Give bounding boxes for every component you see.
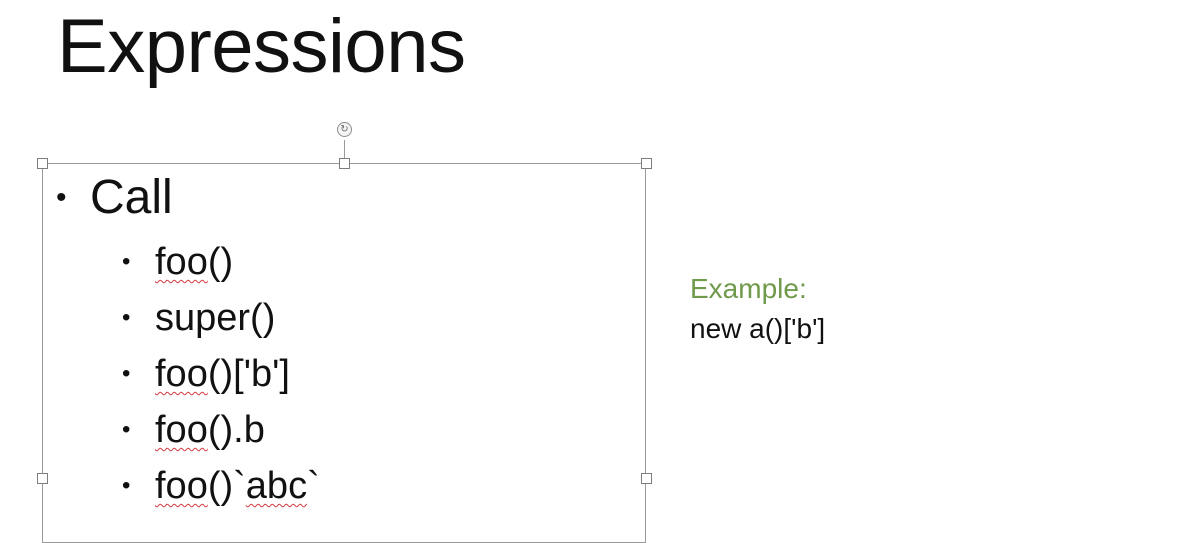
list-item-text: ().b: [207, 409, 265, 451]
call-examples-list: •foo() •super() •foo()['b'] •foo().b •fo…: [122, 234, 320, 514]
slide-title[interactable]: Expressions: [57, 4, 466, 89]
resize-handle-top-center[interactable]: [339, 158, 350, 169]
resize-handle-middle-left[interactable]: [37, 473, 48, 484]
bullet-marker: •: [122, 304, 131, 331]
list-item-foo-call: • foo(): [122, 234, 320, 290]
resize-handle-top-right[interactable]: [641, 158, 652, 169]
spellcheck-word: abc: [245, 465, 308, 507]
list-item-text: ()`: [207, 465, 246, 507]
resize-handle-top-left[interactable]: [37, 158, 48, 169]
spellcheck-word: foo: [155, 241, 208, 283]
list-item-foo-bracket: • foo()['b']: [122, 346, 320, 402]
bullet-marker: •: [122, 360, 131, 387]
bullet-call: • Call: [56, 172, 173, 224]
list-item-text: (): [207, 241, 234, 283]
list-item-text: `: [307, 465, 320, 507]
rotate-handle-icon[interactable]: ↻: [337, 122, 352, 137]
bullet-marker: •: [122, 248, 131, 275]
list-item-text: super(): [155, 297, 276, 339]
list-item-foo-template: • foo()`abc`: [122, 458, 320, 514]
list-item-super-call: • super(): [122, 290, 320, 346]
bullet-call-text: Call: [90, 171, 173, 224]
spellcheck-word: foo: [155, 353, 208, 395]
list-item-text: ()['b']: [207, 353, 290, 395]
example-label: Example:: [690, 273, 807, 304]
example-code: new a()['b']: [690, 313, 826, 344]
list-item-foo-dot: • foo().b: [122, 402, 320, 458]
resize-handle-middle-right[interactable]: [641, 473, 652, 484]
spellcheck-word: foo: [155, 465, 208, 507]
spellcheck-word: foo: [155, 409, 208, 451]
bullet-marker: •: [56, 181, 67, 214]
bullet-marker: •: [122, 416, 131, 443]
rotate-handle-stem: [344, 140, 345, 162]
bullet-marker: •: [122, 472, 131, 499]
